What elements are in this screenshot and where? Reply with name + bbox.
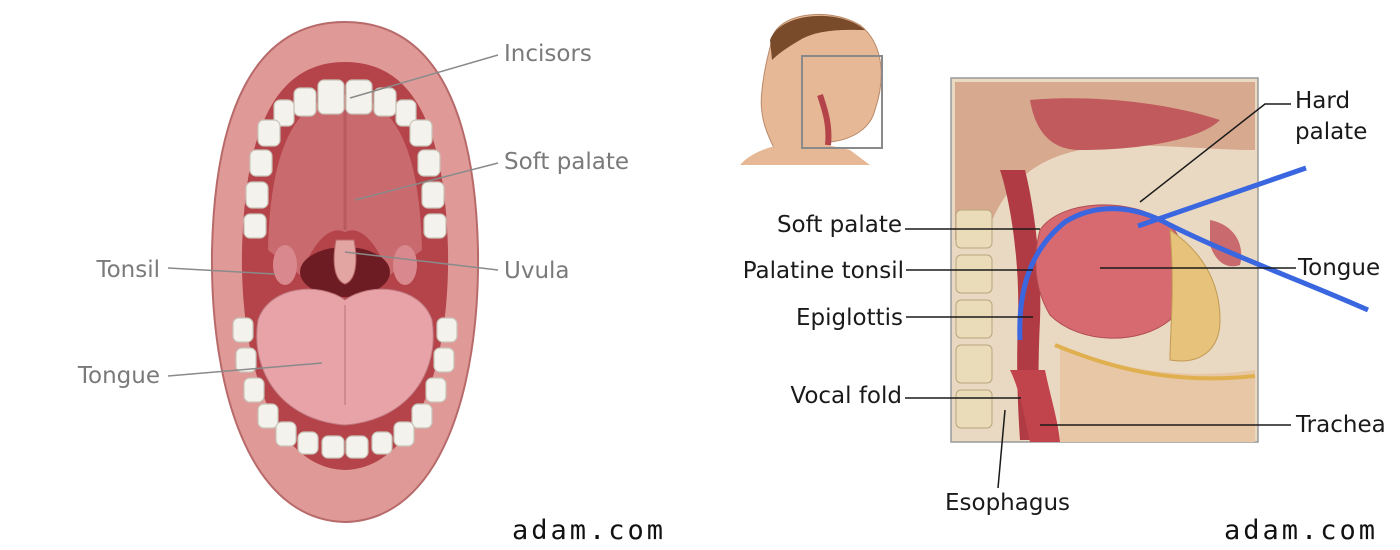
lower-teeth xyxy=(232,317,458,459)
watermark-right: adam.com xyxy=(1224,515,1379,546)
head-thumbnail xyxy=(740,13,883,165)
leader-uvula xyxy=(344,251,499,271)
label-uvula: Uvula xyxy=(504,258,570,284)
label-epiglottis: Epiglottis xyxy=(796,305,903,331)
leader-soft-palate xyxy=(354,162,499,201)
label-soft-palate: Soft palate xyxy=(504,149,630,175)
leader-incisors xyxy=(349,54,499,99)
sagittal-section-panel: Hard palate Soft palate Palatine tonsil … xyxy=(700,0,1400,550)
open-mouth-panel: Incisors Soft palate Tonsil Uvula Tongue… xyxy=(77,20,667,546)
label-hard-palate-2: palate xyxy=(1295,119,1368,145)
leader-hard-palate xyxy=(1139,103,1291,203)
overlay-line-upper xyxy=(1137,165,1307,229)
label-tonsil: Tonsil xyxy=(96,257,160,283)
label-tongue: Tongue xyxy=(77,363,160,389)
label-soft-palate: Soft palate xyxy=(776,212,902,238)
sagittal-illustration xyxy=(740,13,1370,489)
uvula xyxy=(333,239,357,285)
tonsil-left xyxy=(273,245,297,285)
open-mouth-illustration xyxy=(167,20,499,524)
leader-tongue xyxy=(167,362,323,377)
watermark-left: adam.com xyxy=(512,515,667,546)
tonsil-right xyxy=(393,245,417,285)
upper-teeth xyxy=(243,79,447,239)
label-esophagus: Esophagus xyxy=(945,490,1071,516)
label-incisors: Incisors xyxy=(504,41,592,67)
sagittal-tongue xyxy=(1035,204,1186,339)
label-palatine-tonsil: Palatine tonsil xyxy=(742,258,904,284)
spine xyxy=(955,209,993,429)
label-vocal-fold: Vocal fold xyxy=(790,383,902,409)
thumbnail-frame xyxy=(801,55,883,149)
label-hard-palate-1: Hard xyxy=(1295,88,1351,114)
label-tongue-right: Tongue xyxy=(1298,255,1381,281)
label-trachea: Trachea xyxy=(1296,412,1386,438)
leader-tonsil xyxy=(167,267,276,275)
leader-esophagus xyxy=(997,409,1006,489)
